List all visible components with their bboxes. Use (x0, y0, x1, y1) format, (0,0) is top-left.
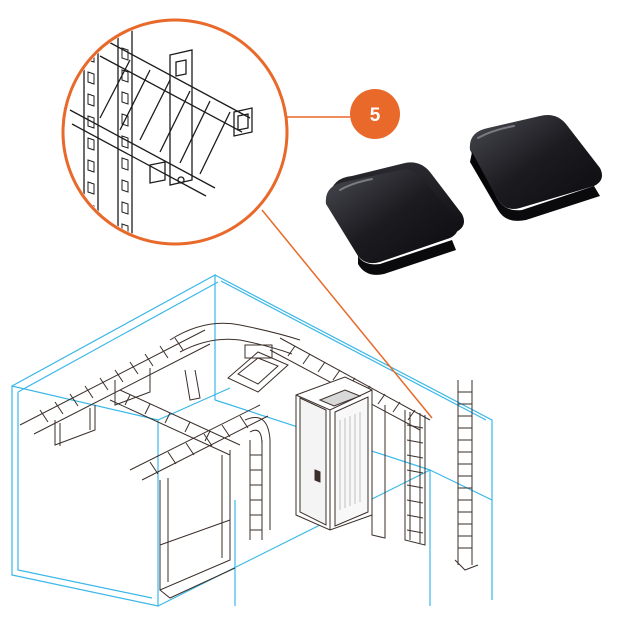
step-number: 5 (370, 105, 381, 126)
rubber-end-cap-right (469, 115, 602, 221)
cable-ladder-system (19, 322, 479, 599)
step-badge (350, 89, 400, 139)
room-wireframe (11, 273, 493, 607)
rubber-end-cap-left (325, 162, 464, 275)
detail-circle (61, 18, 289, 246)
callout-leader-diagonal (261, 209, 433, 419)
server-cabinet (295, 376, 373, 531)
